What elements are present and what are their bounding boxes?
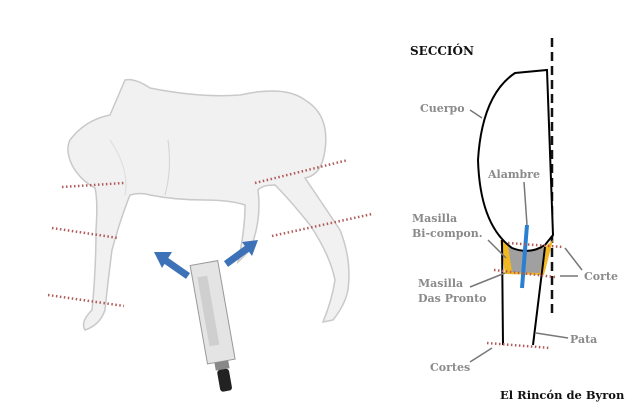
label-corte: Corte [584,270,618,283]
arrow-right-icon [223,240,258,267]
label-masilla-das-1: Masilla [418,277,463,290]
horse-model [67,78,350,331]
label-alambre: Alambre [487,168,540,181]
label-masilla-das-2: Das Pronto [418,292,487,305]
cut-lines [47,158,373,308]
label-masilla-bi-1: Masilla [412,212,457,225]
label-cortes: Cortes [430,361,470,374]
credit: El Rincón de Byron [500,388,625,402]
section-title: SECCIÓN [410,42,474,58]
arrow-left-icon [154,252,190,279]
label-masilla-bi-2: Bi-compon. [412,227,483,240]
label-cuerpo: Cuerpo [420,102,465,115]
leader-lines [469,109,583,363]
label-pata: Pata [570,333,597,346]
section-drawing [476,68,564,350]
saw-icon [189,260,236,392]
